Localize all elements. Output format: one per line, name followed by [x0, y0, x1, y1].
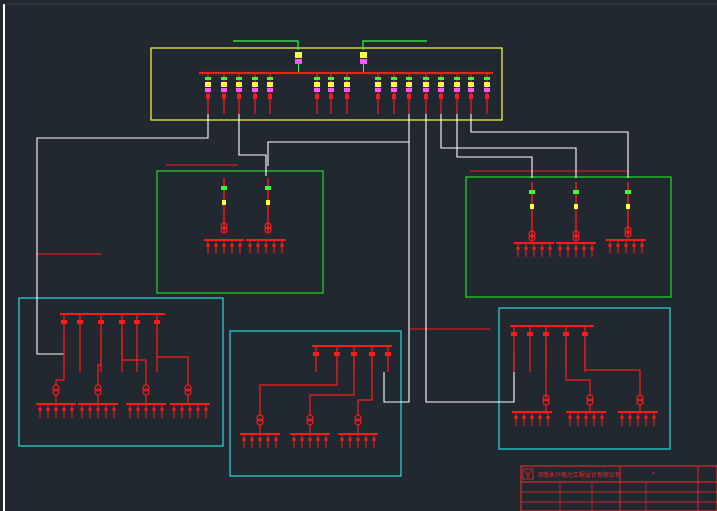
company-logo-icon: [522, 468, 534, 480]
main-feeder-bay: [454, 73, 460, 114]
cable-box-a-link: [267, 114, 410, 166]
cable-to-box-d: [383, 142, 410, 403]
title-block-mark: *: [652, 471, 655, 478]
incoming-transformer-1: [295, 52, 302, 73]
distribution-bus: [510, 325, 594, 372]
title-block: 河南永兴电力工程设计有限公司 *: [520, 465, 717, 511]
main-feeder-bay: [314, 73, 320, 114]
main-feeder-bay: [468, 73, 474, 114]
lv-panel: [512, 411, 552, 426]
distribution-bus: [60, 313, 165, 372]
lv-panel: [618, 411, 658, 426]
substation-box-a: [156, 170, 324, 294]
substation-box-e: [498, 307, 671, 450]
substation-feeder: [572, 182, 580, 242]
main-substation-box: [150, 47, 503, 121]
substation-feeder: [624, 182, 632, 238]
lv-panel: [566, 411, 606, 426]
main-feeder-bay: [423, 73, 429, 114]
incoming-line-2: [362, 40, 427, 50]
substation-box-c: [18, 297, 224, 447]
cable-to-box-b-3: [470, 114, 629, 178]
main-feeder-bay: [328, 73, 334, 114]
interconnect-cables: [36, 114, 629, 403]
distribution-bus: [312, 345, 392, 372]
incoming-transformer-2: [360, 52, 367, 73]
transformer-symbol: [184, 384, 192, 404]
title-block-company: 河南永兴电力工程设计有限公司: [537, 471, 621, 479]
low-voltage-panels: [36, 239, 658, 448]
lv-panel: [170, 403, 210, 418]
transformer-symbol: [94, 384, 102, 404]
distribution-connectors: [55, 330, 641, 415]
main-feeder-bay: [252, 73, 258, 114]
main-feeder-bay: [375, 73, 381, 114]
lv-panel: [36, 403, 76, 418]
cable-to-box-b-2: [440, 114, 577, 178]
lv-panel: [246, 239, 286, 254]
transformer-symbol: [256, 414, 264, 434]
main-feeder-bay: [267, 73, 273, 114]
transformer-symbol: [354, 414, 362, 434]
main-feeder-bay: [221, 73, 227, 114]
lv-panel: [338, 433, 378, 448]
main-feeders: [205, 73, 490, 114]
substation-box-d: [229, 330, 402, 477]
lv-panel: [204, 239, 244, 254]
transformer-symbol: [142, 384, 150, 404]
lv-panel: [514, 242, 554, 257]
transformer-symbol: [636, 394, 644, 414]
substation-feeder: [264, 178, 272, 234]
lv-panel: [606, 239, 646, 254]
substation-feeder: [220, 178, 228, 234]
lv-panel: [240, 433, 280, 448]
transformer-symbol: [306, 414, 314, 434]
cable-to-box-a: [238, 114, 267, 176]
main-feeder-bay: [205, 73, 211, 114]
main-feeder-bay: [391, 73, 397, 114]
incoming-line-1: [233, 40, 299, 50]
cable-to-box-e: [425, 114, 515, 403]
lv-panel: [290, 433, 330, 448]
transformer-symbol: [52, 384, 60, 404]
main-feeder-bay: [438, 73, 444, 114]
lv-panel: [126, 403, 166, 418]
substation-feeders: [220, 178, 632, 242]
substation-feeder: [528, 182, 536, 242]
lv-panel: [78, 403, 118, 418]
main-feeder-bay: [344, 73, 350, 114]
cable-to-box-b-1: [456, 114, 533, 178]
cable-to-box-c: [36, 114, 209, 355]
substation-box-b: [465, 176, 672, 298]
main-feeder-bay: [484, 73, 490, 114]
lv-panel: [556, 242, 596, 257]
main-feeder-bay: [236, 73, 242, 114]
main-feeder-bay: [406, 73, 412, 114]
